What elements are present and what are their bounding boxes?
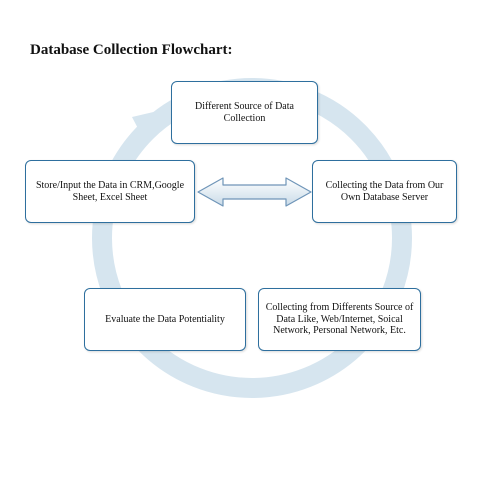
page-title: Database Collection Flowchart:: [30, 42, 233, 58]
ring-arrowhead-icon: [132, 110, 162, 138]
step-box-own-database: Collecting the Data from Our Own Databas…: [312, 160, 457, 223]
step-text: Collecting the Data from Our Own Databas…: [325, 179, 444, 203]
double-arrow-icon: [197, 177, 312, 207]
step-box-different-source: Different Source of Data Collection: [171, 81, 318, 144]
step-text: Evaluate the Data Potentiality: [105, 313, 225, 325]
step-box-collect-sources: Collecting from Differents Source of Dat…: [258, 288, 421, 351]
step-box-evaluate: Evaluate the Data Potentiality: [84, 288, 246, 351]
step-text: Store/Input the Data in CRM,Google Sheet…: [35, 179, 185, 203]
step-box-store-input: Store/Input the Data in CRM,Google Sheet…: [25, 160, 195, 223]
step-text: Different Source of Data Collection: [195, 100, 294, 124]
step-text: Collecting from Differents Source of Dat…: [265, 301, 414, 337]
